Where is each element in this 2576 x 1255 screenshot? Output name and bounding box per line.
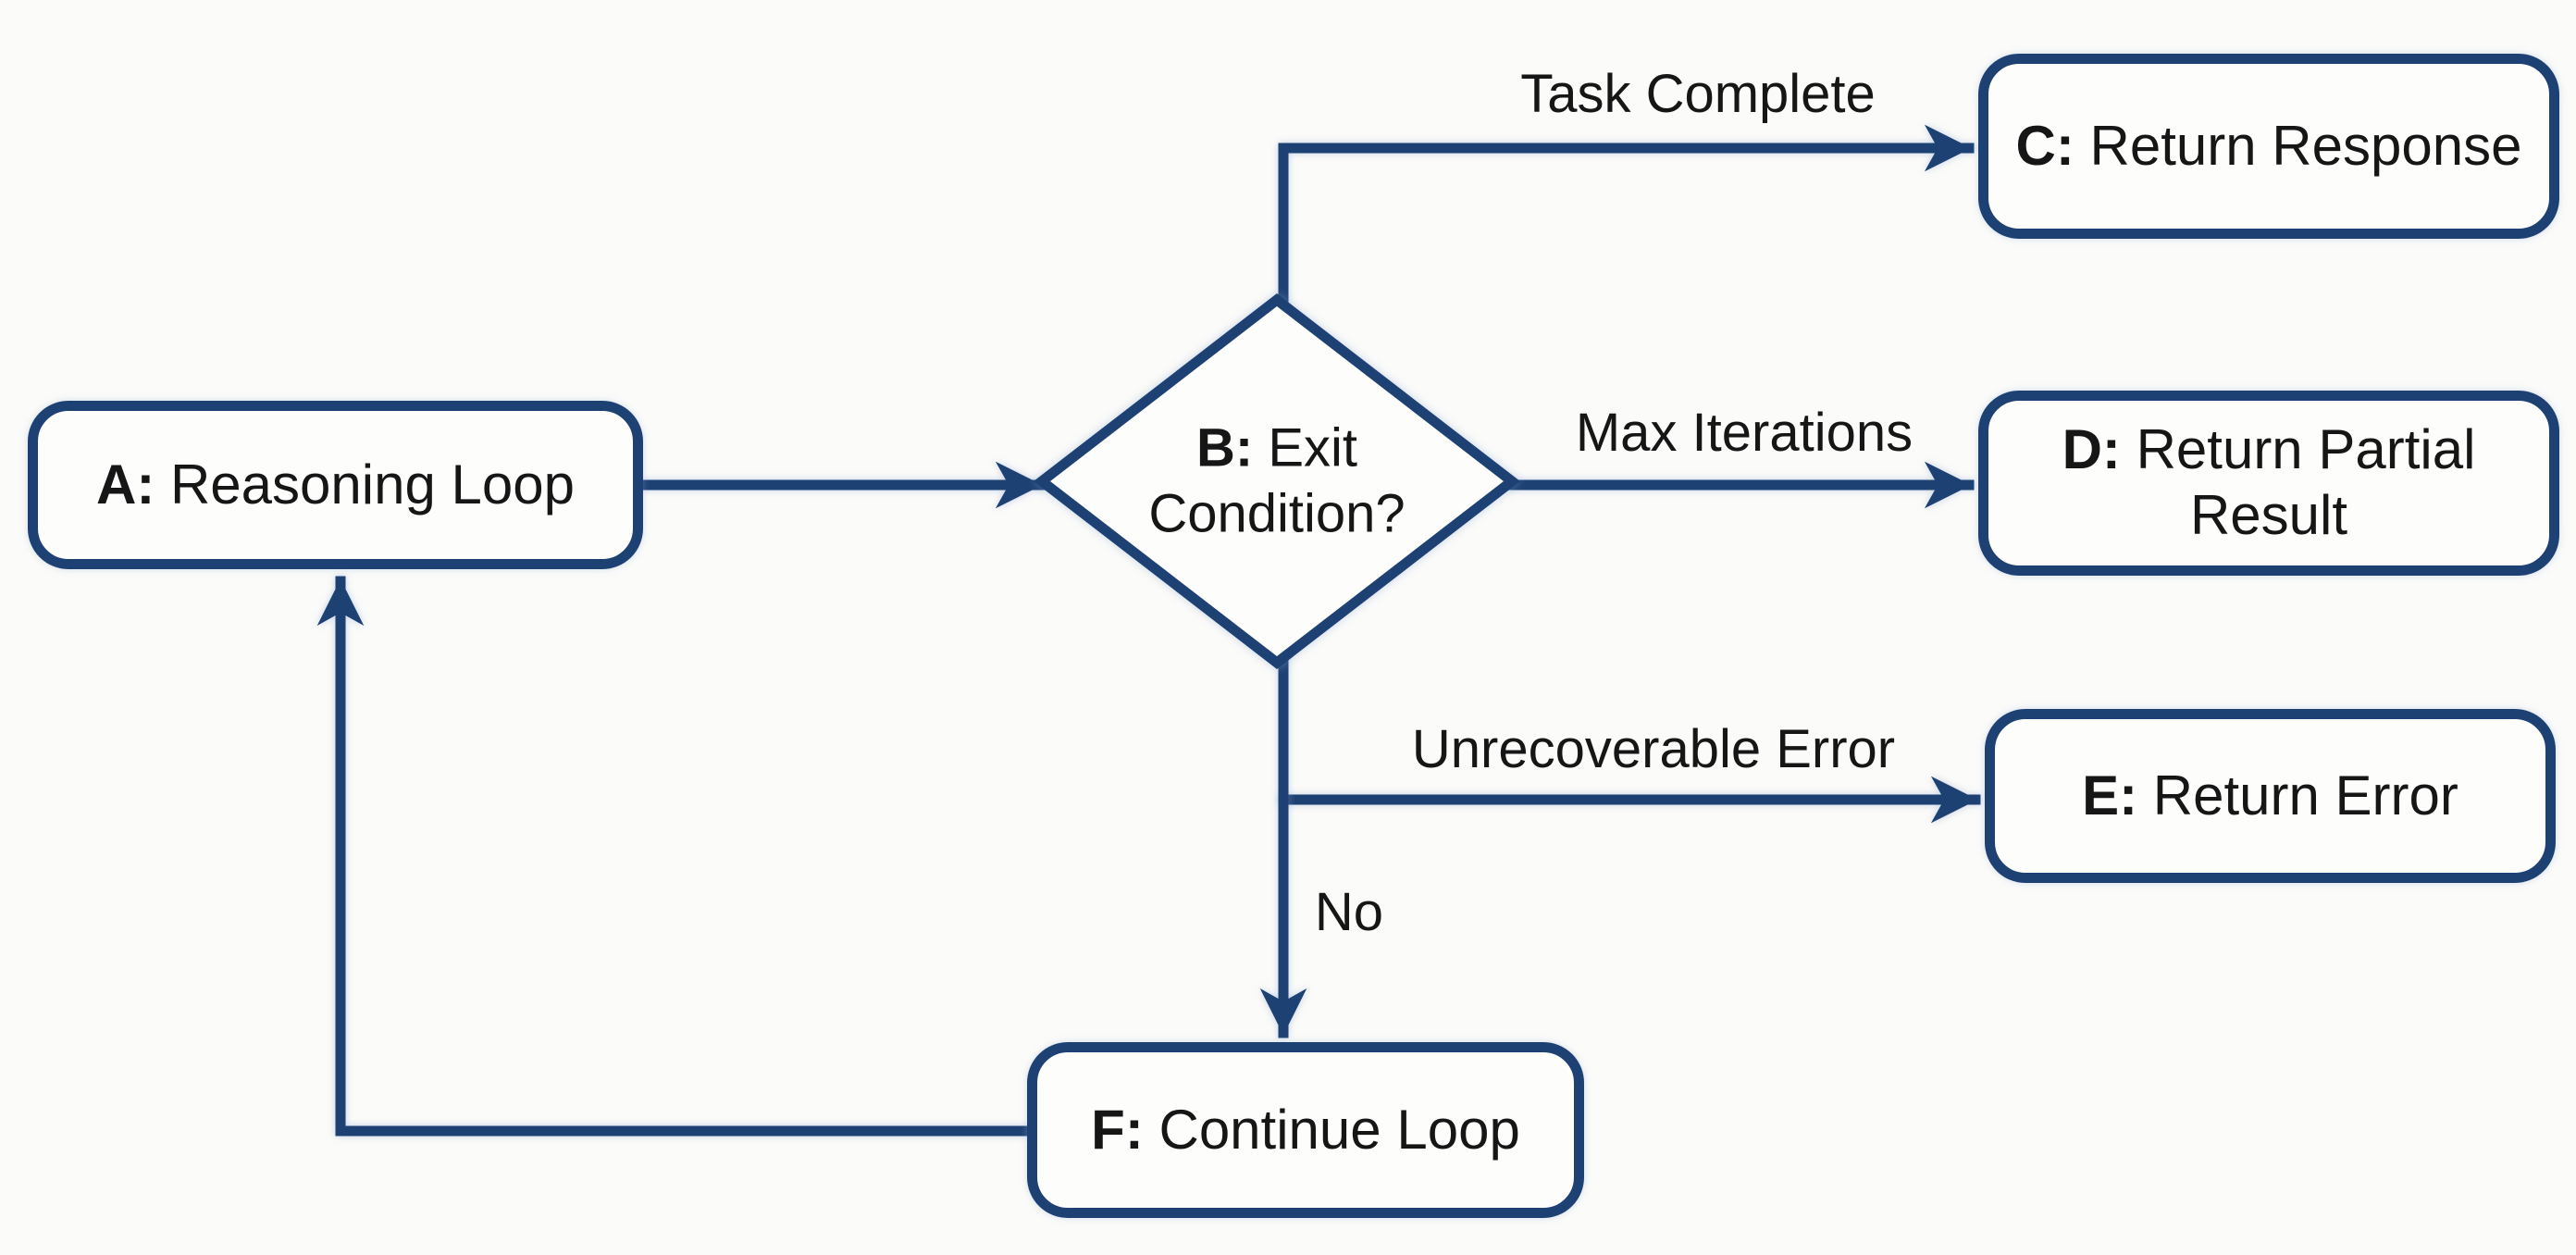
node-c-label: Return Response — [2089, 114, 2522, 177]
edge-label-max-iterations: Max Iterations — [1575, 403, 1913, 463]
node-a-text: A: Reasoning Loop — [96, 453, 575, 518]
node-f-prefix: F: — [1091, 1098, 1144, 1161]
node-e-label: Return Error — [2152, 764, 2458, 826]
edge-label-no: No — [1314, 882, 1384, 942]
node-a-prefix: A: — [95, 453, 155, 516]
edge-f-to-a — [316, 576, 1033, 1137]
node-a-label: Reasoning Loop — [169, 453, 575, 516]
node-c-return-response: C: Return Response — [1978, 54, 2559, 239]
node-c-prefix: C: — [2015, 114, 2074, 177]
node-d-prefix: D: — [2062, 418, 2121, 481]
edge-b-to-c — [1278, 124, 1975, 311]
node-e-prefix: E: — [2082, 764, 2138, 826]
node-b-text: B: Exit Condition? — [1106, 416, 1448, 547]
node-e-text: E: Return Error — [2082, 764, 2458, 829]
edge-label-unrecoverable-error: Unrecoverable Error — [1411, 719, 1896, 779]
node-b-prefix: B: — [1195, 417, 1254, 478]
node-a-reasoning-loop: A: Reasoning Loop — [28, 401, 643, 569]
node-e-return-error: E: Return Error — [1985, 709, 2556, 883]
node-d-return-partial-result: D: Return Partial Result — [1978, 391, 2559, 576]
node-b-exit-condition-diamond — [1033, 293, 1521, 669]
node-f-label: Continue Loop — [1158, 1098, 1520, 1161]
node-d-label: Return Partial Result — [2136, 418, 2476, 546]
node-d-text: D: Return Partial Result — [2005, 417, 2533, 549]
node-f-text: F: Continue Loop — [1091, 1098, 1520, 1163]
edge-label-task-complete: Task Complete — [1520, 64, 1876, 124]
node-c-text: C: Return Response — [2016, 114, 2522, 180]
node-b-label: Exit Condition? — [1148, 417, 1406, 543]
node-f-continue-loop: F: Continue Loop — [1027, 1042, 1584, 1218]
